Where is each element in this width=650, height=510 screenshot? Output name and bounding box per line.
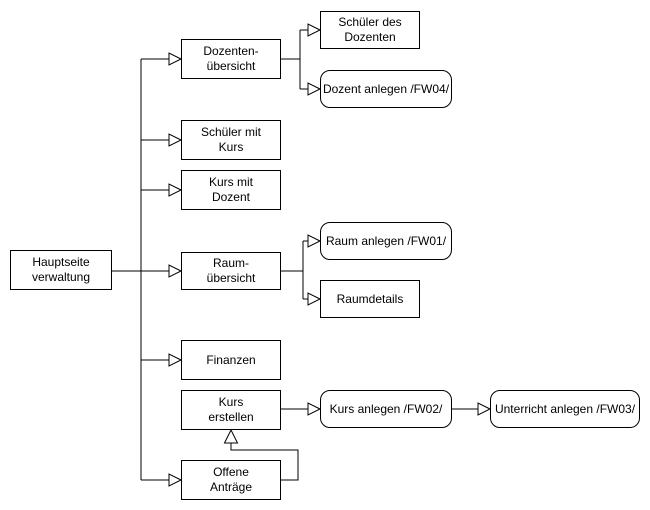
arrow-right-icon [168, 133, 183, 147]
arrow-right-icon [168, 264, 183, 278]
node-raumdetails: Raumdetails [320, 280, 420, 318]
node-schueler-des-dozenten: Schüler des Dozenten [320, 11, 420, 49]
node-dozent-anlegen-fw04: Dozent anlegen /FW04/ [320, 70, 452, 108]
arrow-right-icon [477, 402, 492, 416]
node-kurs-anlegen-fw02: Kurs anlegen /FW02/ [320, 390, 452, 428]
node-dozenten-uebersicht: Dozenten- übersicht [181, 39, 281, 79]
node-schueler-mit-kurs: Schüler mit Kurs [181, 120, 281, 160]
arrow-right-icon [168, 473, 183, 487]
node-unterricht-anlegen-fw03: Unterricht anlegen /FW03/ [490, 390, 640, 428]
arrow-right-icon [307, 23, 322, 37]
node-offene-antraege: Offene Anträge [181, 460, 281, 500]
node-kurs-mit-dozent: Kurs mit Dozent [181, 170, 281, 210]
connector-lines [112, 29, 478, 481]
node-hauptseite-verwaltung: Hauptseite verwaltung [10, 250, 112, 290]
arrow-right-icon [168, 52, 183, 66]
arrow-right-icon [168, 353, 183, 367]
arrow-right-icon [307, 234, 322, 248]
arrow-right-icon [307, 402, 322, 416]
node-finanzen: Finanzen [181, 340, 281, 380]
node-raum-anlegen-fw01: Raum anlegen /FW01/ [320, 222, 452, 260]
arrow-right-icon [307, 82, 322, 96]
node-kurs-erstellen: Kurs erstellen [181, 390, 281, 430]
node-raum-uebersicht: Raum- übersicht [181, 252, 281, 290]
arrowheads [168, 23, 492, 487]
arrow-right-icon [168, 183, 183, 197]
arrow-right-icon [307, 292, 322, 306]
arrow-up-icon [223, 428, 239, 444]
